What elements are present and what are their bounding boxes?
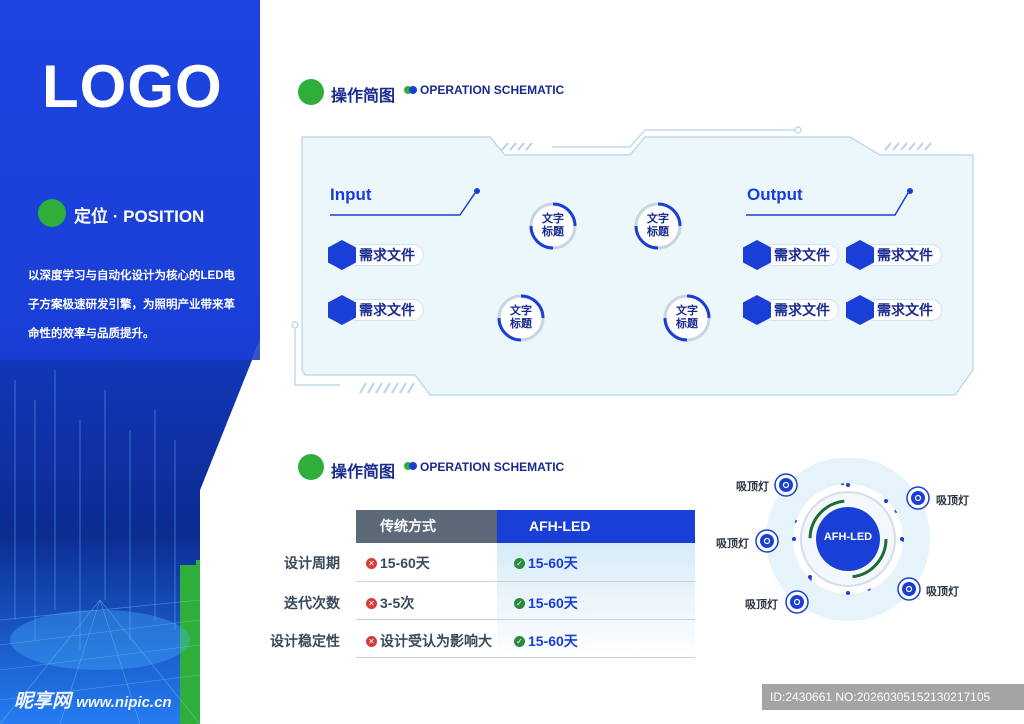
cell-text: 15-60天 [528, 595, 578, 611]
lamp-label: 吸顶灯 [926, 586, 959, 598]
section2-subtitle: OPERATION SCHEMATIC [420, 460, 565, 474]
table-cell-traditional: ✕ 15-60天 [366, 553, 430, 573]
section1-subtitle: OPERATION SCHEMATIC [420, 83, 565, 97]
table-cell-afh: ✓ 15-60天 [514, 631, 578, 651]
process-node-label: 文字标题 [647, 213, 669, 238]
left-panel-background [0, 0, 260, 724]
table-cell-afh: ✓ 15-60天 [514, 553, 578, 573]
output-item-label: 需求文件 [864, 299, 942, 321]
row-divider [356, 657, 695, 658]
hexagon-icon [846, 295, 874, 325]
lamp-node-icon [755, 529, 779, 553]
output-item: 需求文件 [743, 240, 839, 270]
cell-text: 15-60天 [528, 555, 578, 571]
input-label: Input [330, 185, 372, 204]
row-label: 设计周期 [284, 555, 340, 571]
cell-text: 15-60天 [528, 633, 578, 649]
lamp-label: 吸顶灯 [745, 599, 778, 611]
watermark: 昵享网 www.nipic.cn [14, 686, 172, 713]
row-divider [356, 619, 695, 620]
lamp-label: 吸顶灯 [716, 538, 749, 550]
ring-icon [529, 202, 577, 250]
input-item: 需求文件 [328, 295, 424, 325]
process-node-label: 文字标题 [510, 305, 532, 330]
input-item: 需求文件 [328, 240, 424, 270]
output-item-label: 需求文件 [864, 244, 942, 266]
lamp-label: 吸顶灯 [736, 481, 769, 493]
hexagon-icon [743, 240, 771, 270]
table-cell-traditional: ✕ 设计受认为影响大 [366, 631, 492, 651]
hexagon-icon [846, 240, 874, 270]
output-item-label: 需求文件 [761, 244, 839, 266]
footer-id: ID:2430661 NO:20260305152130217105 [762, 684, 1024, 710]
cross-icon: ✕ [366, 597, 377, 609]
input-item-label: 需求文件 [346, 244, 424, 266]
process-node: 文字标题 [495, 292, 547, 344]
row-divider [356, 581, 695, 582]
watermark-url: www.nipic.cn [76, 694, 172, 711]
output-item: 需求文件 [743, 295, 839, 325]
lamp-node-icon [897, 577, 921, 601]
check-icon: ✓ [514, 635, 525, 647]
position-description: 以深度学习与自动化设计为核心的LED电子方案极速研发引擎，为照明产业带来革命性的… [28, 270, 235, 340]
section1-title: 操作简图 [331, 88, 396, 105]
hexagon-icon [743, 295, 771, 325]
ring-icon [634, 202, 682, 250]
process-node: 文字标题 [632, 200, 684, 252]
section1-dot-icon [298, 79, 324, 105]
logo: LOGO [42, 53, 223, 120]
left-panel: LOGO 定位 · POSITION 以深度学习与自动化设计为核心的LED电子方… [0, 0, 260, 724]
lamp-node-icon [785, 590, 809, 614]
process-node-label: 文字标题 [542, 213, 564, 238]
process-node-label: 文字标题 [676, 305, 698, 330]
lamp-node-icon [774, 473, 798, 497]
output-label: Output [747, 185, 803, 204]
afh-column-background [497, 543, 695, 658]
row-label: 设计稳定性 [270, 633, 340, 649]
position-title: 定位 · POSITION [74, 207, 205, 226]
input-item-label: 需求文件 [346, 299, 424, 321]
radial-center-label: AFH-LED [823, 531, 873, 543]
process-node: 文字标题 [661, 292, 713, 344]
process-node: 文字标题 [527, 200, 579, 252]
radial-diagram [755, 458, 930, 621]
cross-icon: ✕ [366, 635, 377, 647]
table-cell-traditional: ✕ 3-5次 [366, 593, 414, 613]
section2-title: 操作简图 [331, 464, 396, 481]
section1-dots-icon [404, 86, 418, 94]
table-header-traditional: 传统方式 [356, 510, 497, 543]
cell-text: 设计受认为影响大 [380, 633, 492, 649]
output-item: 需求文件 [846, 240, 942, 270]
cell-text: 3-5次 [380, 595, 415, 611]
section2-dots-icon [404, 462, 418, 470]
position-dot-icon [38, 199, 66, 227]
check-icon: ✓ [514, 557, 525, 569]
cross-icon: ✕ [366, 557, 377, 569]
section2-dot-icon [298, 454, 324, 480]
output-item-label: 需求文件 [761, 299, 839, 321]
output-item: 需求文件 [846, 295, 942, 325]
table-header-afh: AFH-LED [497, 510, 695, 543]
schematic-frame [291, 126, 974, 396]
row-label: 迭代次数 [284, 595, 340, 611]
table-cell-afh: ✓ 15-60天 [514, 593, 578, 613]
ring-icon [663, 294, 711, 342]
lamp-node-icon [906, 486, 930, 510]
watermark-site: 昵享网 [14, 691, 72, 712]
lamp-label: 吸顶灯 [936, 495, 969, 507]
cell-text: 15-60天 [380, 555, 430, 571]
ring-icon [497, 294, 545, 342]
check-icon: ✓ [514, 597, 525, 609]
